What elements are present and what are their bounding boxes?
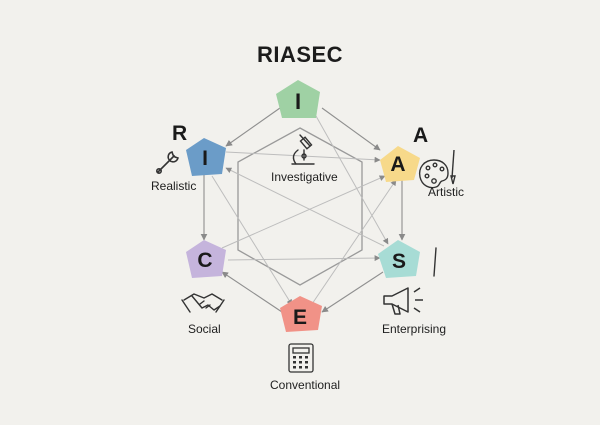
arrow-i-to-r [225, 107, 281, 147]
handshake-icon [181, 293, 225, 313]
node-r-letter: I [202, 147, 208, 170]
arrow-s-to-r [225, 167, 385, 247]
node-s-letter: S [392, 250, 406, 273]
arrow-e-to-a [311, 179, 397, 305]
cross-arrows [211, 115, 397, 306]
microscope-icon [291, 134, 315, 165]
node-i-shape [276, 80, 320, 118]
inner-hexagon [237, 127, 363, 286]
artistic-side-letter: A [413, 124, 429, 147]
node-a-shape [380, 146, 420, 182]
outer-arrows [200, 107, 406, 313]
arrow-i-to-s [315, 115, 389, 245]
megaphone-icon [383, 287, 423, 315]
node-c-shape [186, 240, 226, 278]
node-s: S [378, 240, 420, 278]
label-conventional: Conventional [270, 378, 341, 392]
label-social: Social [188, 322, 221, 336]
calculator-icon [288, 343, 314, 373]
label-realistic: Realistic [151, 179, 197, 193]
node-e-letter: E [293, 306, 307, 329]
arrow-r-to-e [211, 175, 293, 306]
node-r-shape [186, 138, 226, 176]
node-s-shape [378, 240, 420, 278]
label-enterprising: Enterprising [382, 322, 447, 336]
realistic-side-letter: R [172, 122, 188, 145]
diagram-title: RIASEC [256, 42, 344, 67]
wrench-icon [156, 151, 179, 175]
arrow-c-to-s [227, 255, 381, 262]
arrow-e-to-c [221, 271, 283, 313]
node-c: C [186, 240, 226, 278]
pencil-icon [433, 247, 437, 277]
node-e-shape [280, 296, 322, 332]
node-i: I [276, 80, 320, 118]
arrow-i-to-a [321, 107, 381, 151]
arrow-c-to-a [221, 175, 386, 249]
node-r: I [186, 138, 226, 176]
palette-icon [418, 149, 456, 189]
arrow-r-to-a [225, 151, 381, 163]
node-e: E [280, 296, 322, 332]
node-i-letter: I [295, 89, 301, 114]
node-c-letter: C [197, 249, 212, 272]
label-artistic: Artistic [428, 185, 464, 199]
node-a: A [380, 146, 420, 182]
arrow-s-to-e [321, 271, 384, 313]
label-investigative: Investigative [271, 170, 338, 184]
node-a-letter: A [390, 153, 405, 176]
